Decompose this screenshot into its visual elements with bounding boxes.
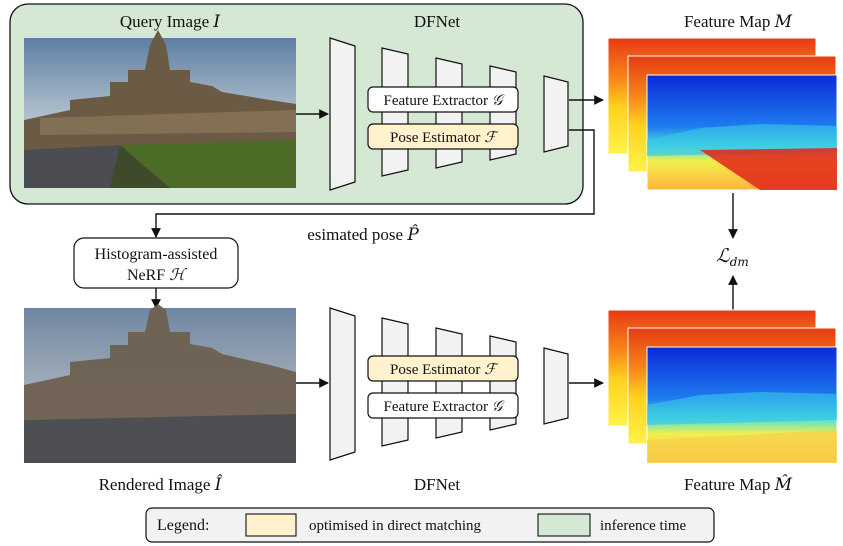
output-layer-top [543,75,569,153]
estimated-pose-label: esimated pose P̂ [307,225,419,245]
pose-estimator-box-top [367,123,519,150]
legend-title: Legend: [157,517,209,534]
output-layer-bottom [543,347,569,425]
conv-layer-2-bottom [435,327,463,439]
feature-extractor-label-top: Feature Extractor 𝒢 [384,91,505,109]
query-image [24,30,296,188]
conv-layer-2-top [435,57,463,169]
pose-arrow-path [151,129,595,238]
input-layer-bottom [329,307,356,461]
nerf-label-line2: NeRF ℋ [127,265,187,284]
legend-inference-label: inference time [600,518,687,534]
feature-extractor-box-top [367,86,519,113]
pose-estimator-box-bottom [367,355,519,382]
feature-map-title-bottom: Feature Map M̂ [684,475,793,495]
rendered-image-title: Rendered Image Î [99,474,223,495]
feature-map-bottom [607,309,838,464]
query-image-title: Query Image I [120,12,220,32]
conv-layer-1-bottom [381,317,409,447]
rendered-image [24,304,296,463]
nerf-label-line1: Histogram-assisted [95,246,218,263]
loss-symbol: ℒdm [716,245,749,269]
feature-extractor-box-bottom [367,392,519,419]
pose-estimator-label-top: Pose Estimator ℱ [390,128,499,146]
legend-swatch-direct-matching [245,513,297,537]
input-layer-top [329,37,356,191]
dfnet-title-bottom: DFNet [414,475,461,494]
legend-swatch-inference [537,513,591,537]
legend-direct-matching-label: optimised in direct matching [309,518,482,534]
feature-map-top [607,37,838,191]
dfnet-title-top: DFNet [414,12,461,31]
feature-map-title-top: Feature Map M [684,12,793,32]
feature-extractor-label-bottom: Feature Extractor 𝒢 [384,397,505,415]
pose-estimator-label-bottom: Pose Estimator ℱ [390,360,499,378]
